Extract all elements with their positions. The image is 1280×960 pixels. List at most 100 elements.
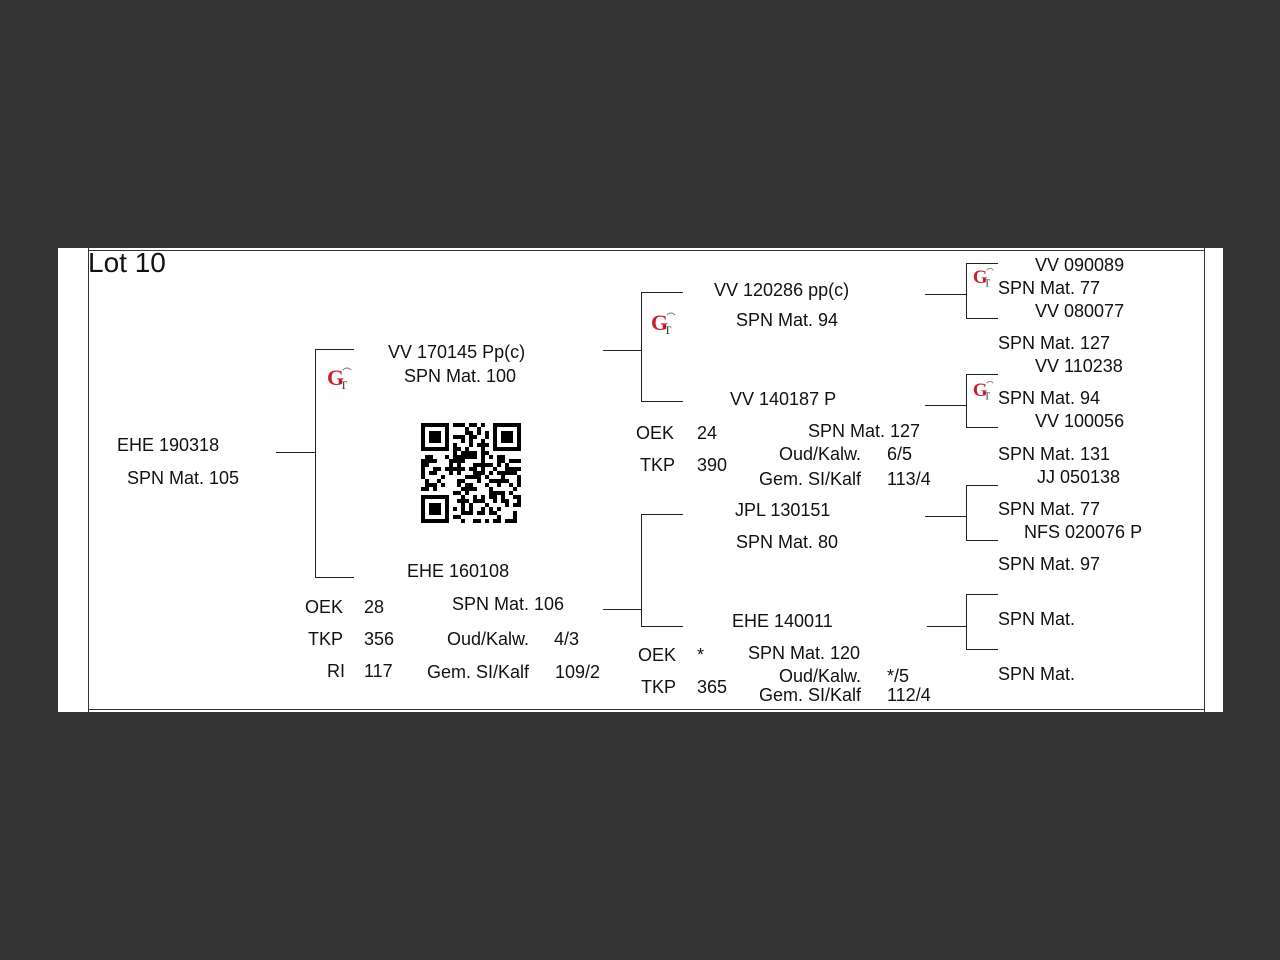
connector bbox=[925, 516, 966, 517]
connector bbox=[927, 626, 966, 627]
connector bbox=[315, 349, 316, 578]
sire-dam-id: VV 140187 P bbox=[730, 389, 837, 409]
connector bbox=[966, 649, 998, 650]
dam-ri: 117 bbox=[364, 661, 393, 681]
connector bbox=[641, 626, 683, 627]
gen3-ss-d-spn: SPN Mat. 127 bbox=[998, 333, 1111, 353]
connector bbox=[966, 485, 967, 541]
frame-right bbox=[1204, 248, 1205, 712]
dam-dam-spn: SPN Mat. 120 bbox=[748, 643, 861, 663]
connector bbox=[966, 594, 967, 650]
gen3-ds-d-id: NFS 020076 P bbox=[1024, 522, 1143, 542]
gen3-sd-d-spn: SPN Mat. 131 bbox=[998, 444, 1111, 464]
dam-dam-oudkalw-label: Oud/Kalw. bbox=[779, 666, 862, 686]
lot-title: Lot 10 bbox=[88, 247, 166, 278]
connector bbox=[641, 292, 683, 293]
svg-text:G: G bbox=[327, 365, 344, 390]
connector bbox=[641, 292, 642, 402]
connector bbox=[925, 405, 966, 406]
connector bbox=[603, 609, 641, 610]
dam-dam-gemsi: 112/4 bbox=[887, 685, 931, 705]
sire-dam-oudkalw-label: Oud/Kalw. bbox=[779, 444, 862, 464]
dam-dam-tkp: 365 bbox=[697, 677, 728, 697]
dam-oek: 28 bbox=[364, 597, 385, 617]
dam-oek-label: OEK bbox=[305, 597, 344, 617]
connector bbox=[641, 514, 642, 627]
dam-tkp: 356 bbox=[364, 629, 395, 649]
dam-gemsi: 109/2 bbox=[555, 662, 601, 682]
qr-code-icon bbox=[421, 423, 521, 523]
dam-oudkalw: 4/3 bbox=[554, 629, 580, 649]
connector bbox=[966, 594, 998, 595]
dam-dam-oudkalw: */5 bbox=[887, 666, 910, 686]
sire-sire-id: VV 120286 pp(c) bbox=[714, 280, 850, 300]
gen3-ss-d-id: VV 080077 bbox=[1035, 301, 1125, 321]
gen3-dd-s-spn: SPN Mat. bbox=[998, 609, 1076, 629]
connector bbox=[641, 401, 683, 402]
dam-tkp-label: TKP bbox=[308, 629, 344, 649]
dam-id: EHE 160108 bbox=[407, 561, 510, 581]
gen3-sd-s-id: VV 110238 bbox=[1035, 356, 1123, 376]
connector bbox=[966, 485, 998, 486]
gt-logo-icon: G T bbox=[651, 310, 676, 337]
connector bbox=[925, 294, 966, 295]
sire-dam-oudkalw: 6/5 bbox=[887, 444, 913, 464]
sire-sire-spn: SPN Mat. 94 bbox=[736, 310, 839, 330]
dam-spn: SPN Mat. 106 bbox=[452, 594, 565, 614]
sire-dam-gemsi: 113/4 bbox=[887, 469, 931, 489]
dam-dam-id: EHE 140011 bbox=[732, 611, 833, 631]
connector bbox=[966, 263, 998, 264]
gen3-ss-s-id: VV 090089 bbox=[1035, 255, 1125, 275]
svg-text:T: T bbox=[984, 278, 991, 289]
svg-text:T: T bbox=[664, 323, 672, 337]
connector bbox=[603, 350, 641, 351]
frame-bottom bbox=[88, 709, 1205, 710]
gen3-ds-s-spn: SPN Mat. 77 bbox=[998, 499, 1101, 519]
gt-logo-icon: G T bbox=[973, 267, 994, 289]
dam-gemsi-label: Gem. SI/Kalf bbox=[427, 662, 530, 682]
animal-id: EHE 190318 bbox=[117, 435, 220, 455]
gen3-sd-s-spn: SPN Mat. 94 bbox=[998, 388, 1101, 408]
gt-logo-icon: G T bbox=[973, 380, 994, 402]
dam-oudkalw-label: Oud/Kalw. bbox=[447, 629, 530, 649]
sire-dam-gemsi-label: Gem. SI/Kalf bbox=[759, 469, 862, 489]
dam-dam-oek: * bbox=[697, 645, 705, 665]
sire-dam-tkp: 390 bbox=[697, 455, 728, 475]
svg-text:G: G bbox=[973, 380, 988, 401]
dam-ri-label: RI bbox=[327, 661, 345, 681]
sire-dam-oek: 24 bbox=[697, 423, 718, 443]
svg-text:G: G bbox=[973, 267, 988, 288]
svg-text:G: G bbox=[651, 310, 668, 335]
animal-spn: SPN Mat. 105 bbox=[127, 468, 240, 488]
connector bbox=[966, 374, 998, 375]
gen3-sd-d-id: VV 100056 bbox=[1035, 411, 1125, 431]
connector bbox=[641, 514, 683, 515]
connector bbox=[315, 349, 354, 350]
sire-dam-spn: SPN Mat. 127 bbox=[808, 421, 921, 441]
dam-sire-spn: SPN Mat. 80 bbox=[736, 532, 839, 552]
sire-id: VV 170145 Pp(c) bbox=[388, 342, 526, 362]
sire-spn: SPN Mat. 100 bbox=[404, 366, 517, 386]
connector bbox=[966, 427, 998, 428]
svg-text:T: T bbox=[340, 378, 348, 392]
dam-sire-id: JPL 130151 bbox=[735, 500, 831, 520]
connector bbox=[966, 374, 967, 428]
connector bbox=[276, 452, 315, 453]
dam-dam-oek-label: OEK bbox=[638, 645, 677, 665]
frame-top bbox=[88, 250, 1205, 251]
dam-dam-gemsi-label: Gem. SI/Kalf bbox=[759, 685, 862, 705]
svg-text:T: T bbox=[984, 391, 991, 402]
connector bbox=[966, 263, 967, 319]
sire-dam-oek-label: OEK bbox=[636, 423, 675, 443]
gen3-ss-s-spn: SPN Mat. 77 bbox=[998, 278, 1101, 298]
gen3-ds-d-spn: SPN Mat. 97 bbox=[998, 554, 1101, 574]
connector bbox=[315, 577, 354, 578]
gen3-ds-s-id: JJ 050138 bbox=[1037, 467, 1121, 487]
gen3-dd-d-spn: SPN Mat. bbox=[998, 664, 1076, 684]
sire-dam-tkp-label: TKP bbox=[640, 455, 676, 475]
dam-dam-tkp-label: TKP bbox=[641, 677, 677, 697]
frame-left bbox=[88, 248, 89, 712]
pedigree-sheet: Lot 10 EHE 190318 SPN Mat. 105 G T VV 17… bbox=[58, 248, 1223, 712]
connector bbox=[966, 318, 998, 319]
gt-logo-icon: G T bbox=[327, 365, 352, 392]
